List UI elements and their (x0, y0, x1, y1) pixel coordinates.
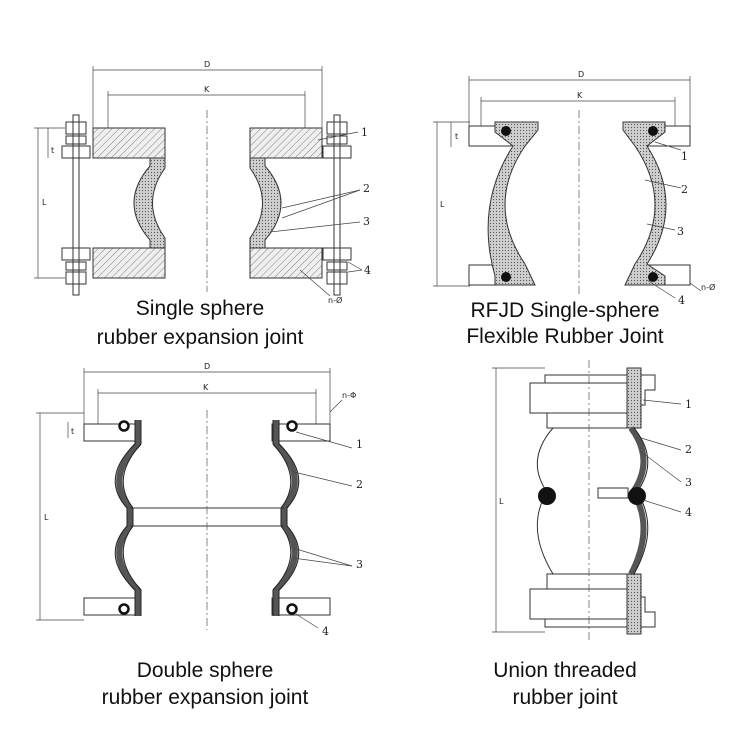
dim-K-label: K (203, 383, 209, 392)
caption-double-sphere: Double sphere rubber expansion joint (45, 658, 365, 711)
dim-L-label: L (42, 198, 47, 207)
dim-D-label: D (204, 362, 210, 371)
dim-n-label: n-Ø (701, 282, 715, 292)
caption-line-2: Flexible Rubber Joint (466, 325, 664, 348)
caption-line-1: RFJD Single-sphere (470, 299, 660, 322)
single-sphere-drawing: D K L t (34, 60, 371, 305)
caption-line-2: rubber expansion joint (96, 326, 304, 349)
callout-4: 4 (322, 625, 329, 638)
rfjd-drawing: D K L t 1 2 3 4 n-Ø (433, 70, 715, 307)
callout-2: 2 (685, 443, 692, 456)
caption-line-1: Single sphere (135, 297, 265, 320)
caption-line-2: rubber joint (512, 686, 618, 709)
caption-line-1: Double sphere (136, 659, 274, 682)
callout-4: 4 (685, 506, 692, 519)
dim-t-label: t (71, 427, 74, 436)
callout-2: 2 (681, 183, 688, 196)
double-sphere-drawing: D K L t n-Φ 1 (36, 362, 363, 638)
dim-K-label: K (577, 91, 583, 100)
callout-3: 3 (363, 215, 370, 228)
callout-2: 2 (363, 182, 370, 195)
union-threaded-drawing: L 1 2 3 4 (492, 360, 692, 640)
dim-L-label: L (499, 497, 504, 506)
dim-n-label: n-Ø (328, 295, 342, 305)
callout-2: 2 (356, 478, 363, 491)
dim-t-label: t (455, 132, 458, 141)
callout-1: 1 (681, 150, 688, 163)
caption-union-threaded: Union threaded rubber joint (395, 658, 735, 711)
dim-K-label: K (204, 85, 210, 94)
callout-4: 4 (364, 264, 371, 277)
panel-double-sphere: D K L t n-Φ 1 (0, 360, 375, 729)
callout-4: 4 (678, 294, 685, 307)
panel-union-threaded: L 1 2 3 4 Union threaded rubber joi (375, 360, 750, 729)
dim-L-label: L (440, 200, 445, 209)
panel-single-sphere: D K L t (0, 0, 375, 360)
callout-3: 3 (677, 225, 684, 238)
dim-t-label: t (51, 146, 54, 155)
callout-3: 3 (685, 476, 692, 489)
caption-rfjd: RFJD Single-sphere Flexible Rubber Joint (395, 298, 735, 350)
dim-L-label: L (44, 513, 49, 522)
callout-1: 1 (685, 398, 692, 411)
dim-D-label: D (578, 70, 584, 79)
caption-line-2: rubber expansion joint (101, 686, 309, 709)
panel-rfjd-single-sphere: D K L t 1 2 3 4 n-Ø RFJ (375, 0, 750, 360)
caption-line-1: Union threaded (493, 659, 637, 682)
dim-D-label: D (204, 60, 210, 69)
caption-single-sphere: Single sphere rubber expansion joint (40, 296, 360, 351)
callout-1: 1 (361, 126, 368, 139)
dim-n-label: n-Φ (342, 391, 356, 400)
callout-3: 3 (356, 558, 363, 571)
callout-1: 1 (356, 438, 363, 451)
